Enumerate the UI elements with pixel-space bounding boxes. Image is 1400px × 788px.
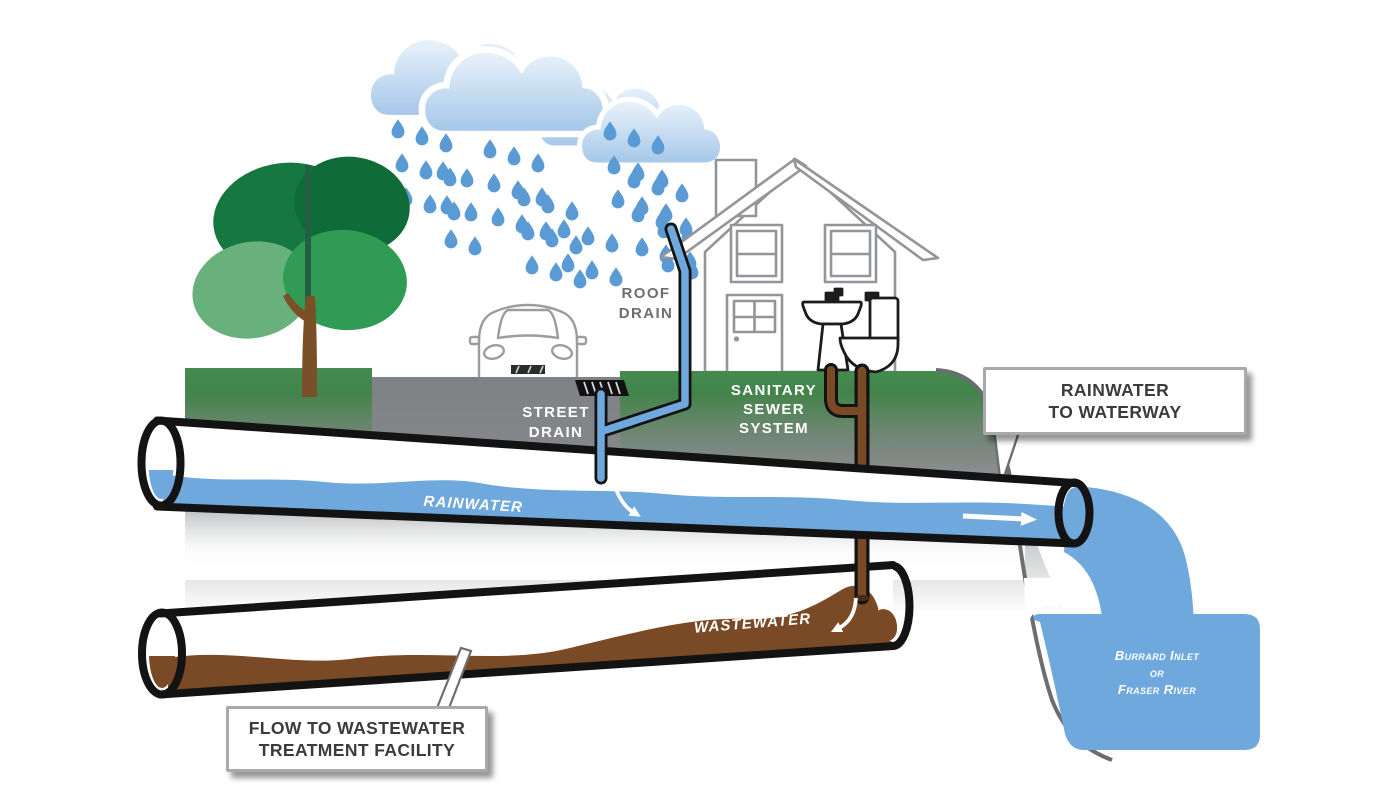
roof-drain-label-line1: ROOF [622, 285, 671, 302]
raindrop-icon [675, 183, 689, 203]
raindrop-icon [460, 168, 474, 188]
waterway-label-line1: Burrard Inlet [1115, 648, 1200, 663]
rainwater-pipe [137, 416, 1094, 548]
waterway: Burrard Inlet or Fraser River [1024, 486, 1260, 750]
raindrop-icon [395, 153, 409, 173]
tree-canopy [192, 241, 312, 339]
raindrop-icon [444, 229, 458, 249]
raindrop-icon [573, 269, 587, 289]
raindrop-icon [557, 219, 571, 239]
raindrop-icon [581, 226, 595, 246]
callout-text-line1: FLOW TO WASTEWATER [248, 717, 466, 738]
wastewater-flow-arrow [433, 637, 504, 652]
raindrop-icon [585, 260, 599, 280]
waterway-label-line3: Fraser River [1118, 682, 1196, 697]
roof-drain-label-line2: DRAIN [619, 305, 674, 322]
rainwater-label: RAINWATER [423, 493, 523, 516]
callout-text-line1: RAINWATER [1060, 379, 1170, 400]
tree-branch [283, 293, 309, 322]
raindrop-icon [483, 139, 497, 159]
raindrop-icon [419, 160, 433, 180]
rainwater-flow-arrow [962, 511, 1037, 526]
pipe-open-end [137, 416, 185, 510]
tree-inner-branch [305, 165, 311, 305]
callout-text-line2: TREATMENT FACILITY [258, 740, 456, 760]
raindrop-icon [569, 235, 583, 255]
car-grille [511, 365, 545, 374]
tree-canopy [294, 156, 410, 254]
raindrop-icon [491, 207, 505, 227]
roof-right [792, 157, 940, 262]
pipe-outline-bottom [156, 642, 897, 699]
callout-text-line2: TO WATERWAY [1048, 402, 1182, 422]
raindrop-icon [561, 253, 575, 273]
callout-flow-to-treatment: FLOW TO WASTEWATER TREATMENT FACILITY [226, 706, 488, 772]
raindrop-icon [507, 146, 521, 166]
raindrop-icon [635, 237, 649, 257]
raindrop-icon [436, 161, 450, 181]
car [468, 303, 588, 382]
car-mirror [468, 335, 481, 346]
door-knob [733, 336, 740, 342]
sanitary-label-line3: SYSTEM [739, 420, 809, 437]
raindrop-icon [391, 119, 405, 139]
raindrop-icon [468, 236, 482, 256]
car-headlight [482, 344, 506, 360]
pipe-end-fluid [149, 656, 175, 688]
waterfall [1064, 486, 1194, 638]
storm-drain-pipes [594, 222, 692, 485]
street-drain-label-line1: STREET [522, 404, 590, 421]
outfall-water [1063, 488, 1085, 538]
door [725, 293, 784, 376]
wastewater-in-cap [879, 609, 898, 642]
street-drain-label-line2: DRAIN [529, 424, 584, 441]
sewage-pour-arrow [830, 597, 858, 633]
raindrop-icon [611, 189, 625, 209]
window-left [729, 223, 784, 284]
house [659, 157, 940, 376]
raindrop-icon [609, 267, 623, 287]
sink-drain-pipe [827, 366, 865, 415]
sanitary-label-line2: SEWER [743, 401, 805, 418]
car-windshield [496, 308, 560, 340]
window-right [823, 223, 878, 284]
river-pool [1033, 614, 1260, 750]
raindrop-icon [423, 194, 437, 214]
rain-clouds [368, 37, 723, 165]
waterway-label-line2: or [1150, 665, 1164, 680]
raindrop-icon [464, 202, 478, 222]
outfall-ring [1054, 478, 1094, 548]
roof-downspout [599, 225, 689, 435]
pipe-open-end [138, 608, 186, 699]
raindrop-icon [549, 262, 563, 282]
pipe-end-water [148, 470, 174, 499]
wastewater-pipe [138, 561, 914, 699]
rainwater-flow [163, 474, 1074, 542]
raindrop-icon [525, 255, 539, 275]
tree [192, 156, 410, 397]
bathroom-fixtures [801, 287, 900, 374]
callout-rainwater-to-waterway: RAINWATER TO WATERWAY [983, 367, 1247, 435]
raindrop-icon [531, 153, 545, 173]
car-headlight [550, 344, 574, 360]
raindrop-icon [565, 201, 579, 221]
pipe-opening [855, 594, 869, 602]
raindrop-icon [605, 233, 619, 253]
pipe-outline-bottom [153, 502, 1078, 548]
raindrop-icon [440, 195, 454, 215]
pipe-outline-top [156, 561, 897, 618]
car-mirror [575, 335, 588, 346]
wastewater-flow [168, 585, 893, 692]
sink [801, 287, 863, 372]
sanitary-label-line1: SANITARY [731, 382, 817, 399]
rain-pour-arrow [608, 469, 641, 517]
raindrop-icon [487, 173, 501, 193]
pipe-outline-top [153, 416, 1078, 487]
